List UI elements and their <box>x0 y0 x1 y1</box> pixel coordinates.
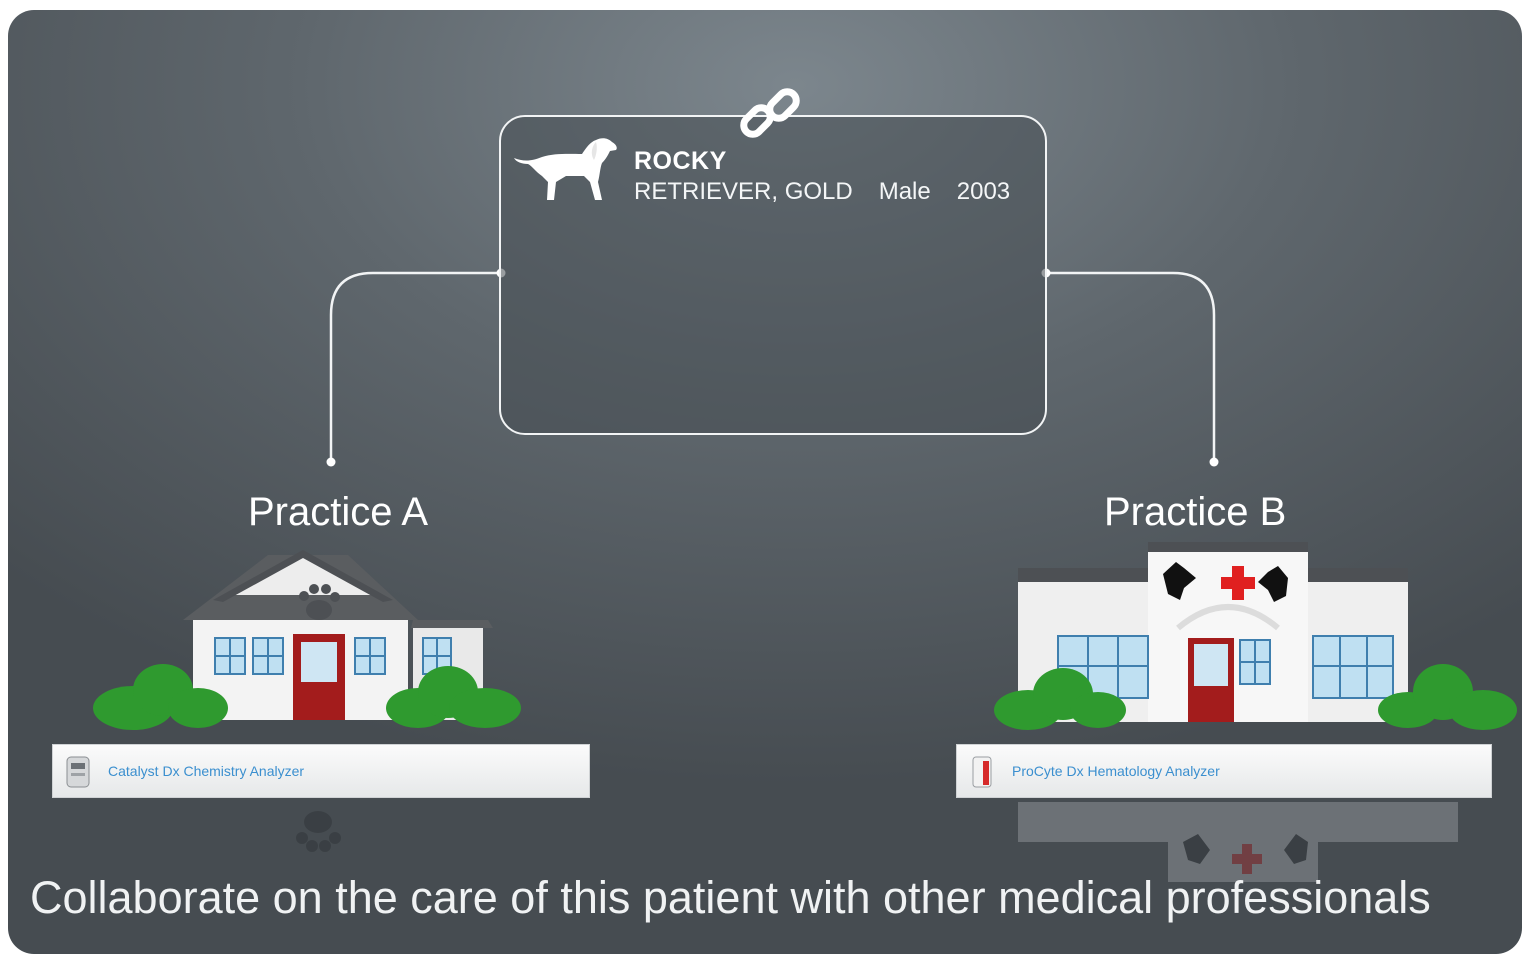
patient-details: RETRIEVER, GOLD Male 2003 <box>634 178 1036 206</box>
connector-node <box>1209 457 1219 467</box>
dog-head-icon <box>1163 562 1288 602</box>
connector-node <box>326 457 336 467</box>
patient-breed: RETRIEVER, GOLD <box>634 178 853 205</box>
chain-link-icon <box>740 88 800 138</box>
analyzer-icon <box>66 756 90 788</box>
practice-a-label: Practice A <box>248 490 429 534</box>
red-cross-icon <box>1221 566 1255 600</box>
practice-b-label: Practice B <box>1104 490 1287 534</box>
practice-b-building <box>994 542 1517 730</box>
patient-name: ROCKY <box>634 147 727 175</box>
caption-text: Collaborate on the care of this patient … <box>30 872 1431 923</box>
analyzer-icon <box>972 756 992 788</box>
dog-icon <box>514 138 617 200</box>
practice-b-reflection <box>1018 802 1458 882</box>
device-label-a: Catalyst Dx Chemistry Analyzer <box>108 763 305 779</box>
paw-icon <box>299 584 340 620</box>
patient-year: 2003 <box>956 178 1011 205</box>
connector-line-b <box>1046 271 1216 462</box>
diagram-stage: ROCKY RETRIEVER, GOLD Male 2003 Practice A <box>8 10 1522 954</box>
connector-lines <box>326 268 1219 467</box>
connector-line-a <box>329 271 501 462</box>
paw-reflection <box>296 811 341 852</box>
patient-sex: Male <box>878 178 931 205</box>
device-bar-b[interactable]: ProCyte Dx Hematology Analyzer <box>956 744 1492 798</box>
device-label-b: ProCyte Dx Hematology Analyzer <box>1012 763 1220 779</box>
device-bar-a[interactable]: Catalyst Dx Chemistry Analyzer <box>52 744 590 798</box>
practice-a-building <box>93 550 521 730</box>
